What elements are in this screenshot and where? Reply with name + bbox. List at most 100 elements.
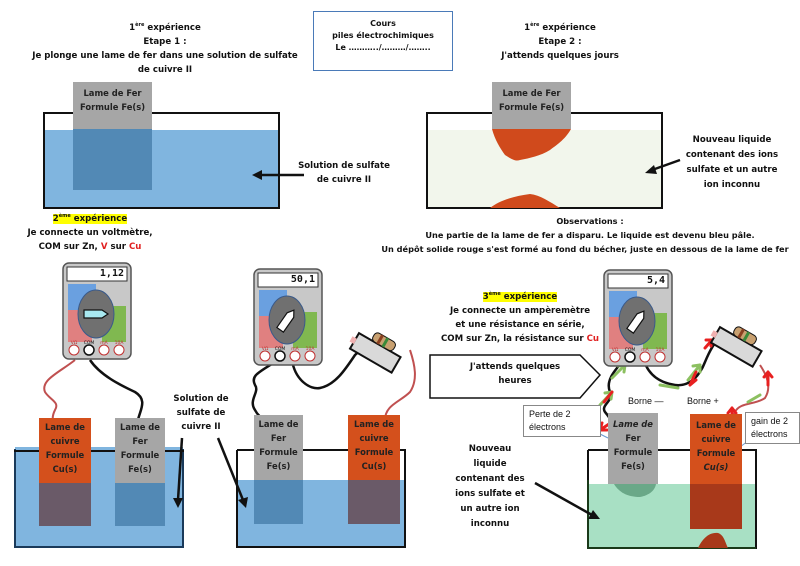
plate-line: Formule <box>354 447 394 457</box>
plate-line: cuivre <box>359 433 389 443</box>
step-label: Etape 2 : <box>538 36 582 47</box>
exp1-step1-heading: 1ère expérience Etape 1 : Je plonge une … <box>20 18 310 77</box>
course-header-box: Cours piles électrochimiques Le ………../……… <box>313 11 453 71</box>
arrow-icon <box>216 437 248 508</box>
observation-line: Un dépôt solide rouge s'est formé au fon… <box>381 244 789 254</box>
exp-number: 2 <box>52 213 59 224</box>
plate-formula: Formule Fe(s) <box>79 102 146 112</box>
instruction-line: COM sur Zn, V sur Cu <box>20 240 160 254</box>
wire-black <box>88 359 144 421</box>
plate-label: Lame de Fer <box>83 88 142 98</box>
jack-label-10a: 10A <box>306 346 316 352</box>
label-line: cuivre II <box>181 422 221 432</box>
electron-gain-callout: gain de 2 électrons <box>745 412 800 444</box>
plate-line: Lame de <box>120 422 160 432</box>
label-line: Nouveau liquide <box>692 135 772 145</box>
jack-ma[interactable] <box>639 351 651 363</box>
jack-10a[interactable] <box>304 350 316 362</box>
resistor-icon <box>348 331 402 375</box>
text-part: V <box>100 241 108 252</box>
label-line: sulfate et un autre <box>686 165 778 175</box>
plate-line: Fe(s) <box>128 464 152 474</box>
plate-line: Formule <box>613 447 653 457</box>
jack-com[interactable] <box>274 350 286 362</box>
dial-pointer-icon <box>276 309 295 333</box>
course-title: Cours <box>370 19 396 28</box>
borne-plus-label: Borne + <box>687 396 719 406</box>
plate-line: cuivre <box>50 436 80 446</box>
corroded-iron-region <box>492 129 571 161</box>
exp2-heading: 2ème expérience Je connecte un voltmètre… <box>20 209 160 254</box>
instruction-line: J'attends quelques jours <box>501 50 619 61</box>
label-line: heures <box>498 376 532 386</box>
callout-line: électrons <box>529 422 566 432</box>
label-line: liquide <box>473 459 507 469</box>
jack-v[interactable] <box>609 351 621 363</box>
meter-display-value: 5,4 <box>646 275 665 286</box>
copper-plate-submerged <box>348 480 400 524</box>
plate-line: Cu(s) <box>703 462 729 472</box>
jack-com[interactable] <box>83 344 95 356</box>
wire-black <box>251 358 279 422</box>
copper-plate-submerged <box>690 484 742 529</box>
plate-line: Lame de <box>696 420 736 430</box>
jack-com[interactable] <box>624 351 636 363</box>
jack-v[interactable] <box>68 344 80 356</box>
text-part: Cu <box>586 333 600 344</box>
exp-title: expérience <box>500 291 558 302</box>
corroded-iron-bottom <box>614 484 656 497</box>
copper-plate: Lame de cuivre Formule Cu(s) <box>39 418 91 483</box>
instruction-line: et une résistance en série, <box>455 319 585 330</box>
plate-line: cuivre <box>701 434 731 444</box>
plate-line: Fer <box>625 433 641 443</box>
new-liquid-label-exp3: Nouveau liquide contenant des ions sulfa… <box>455 442 525 532</box>
iron-plate-submerged <box>115 483 165 526</box>
arrow-icon <box>645 158 681 174</box>
multimeter-graphic: VΩ COM mA 10A <box>603 269 673 367</box>
text-part: COM sur Zn, la résistance sur <box>440 333 587 344</box>
new-liquid-label: Nouveau liquide contenant des ions sulfa… <box>672 133 792 193</box>
jack-label-10a: 10A <box>115 340 125 346</box>
instruction-line: COM sur Zn, la résistance sur Cu <box>423 332 617 346</box>
jack-label-v: VΩ <box>71 340 78 346</box>
ammeter-exp3: VΩ COM mA 10A 5,4 <box>603 269 673 367</box>
iron-plate: Lame de Fer Formule Fe(s) <box>73 82 152 129</box>
plate-line: Formule <box>120 450 160 460</box>
exp3-title-highlight: 3ème expérience <box>482 291 558 302</box>
jack-label-ma: mA <box>100 340 108 346</box>
jack-label-v: VΩ <box>262 346 269 352</box>
borne-minus-label: Borne — <box>628 396 664 406</box>
label-line: inconnu <box>470 519 510 529</box>
jack-10a[interactable] <box>113 344 125 356</box>
meter-display-value: 1,12 <box>99 268 124 279</box>
dial-pointer-icon <box>83 309 110 319</box>
iron-plate: Lame de Fer Formule Fe(s) <box>608 413 658 484</box>
iron-plate: Lame de Fer Formule Fe(s) <box>492 82 571 129</box>
copper-deposit <box>698 532 728 548</box>
wait-arrow-shape <box>429 354 602 399</box>
jack-ma[interactable] <box>98 344 110 356</box>
plate-line: Formule <box>45 450 85 460</box>
jack-ma[interactable] <box>289 350 301 362</box>
solution-label-exp2: Solution de sulfate de cuivre II <box>170 392 232 434</box>
exp-ordinal: ère <box>530 22 540 28</box>
jack-v[interactable] <box>259 350 271 362</box>
electron-loss-callout: Perte de 2 électrons <box>523 405 601 437</box>
observation-line: Une partie de la lame de fer a disparu. … <box>425 230 755 240</box>
copper-plate: Lame de cuivre Formule Cu(s) <box>348 415 400 480</box>
jack-label-10a: 10A <box>656 347 666 353</box>
label-line: ions sulfate et <box>455 489 525 499</box>
plate-formula: Formule Fe(s) <box>498 102 565 112</box>
exp-ordinal: ème <box>58 213 71 219</box>
exp-number: 1 <box>524 22 531 33</box>
wire-red <box>43 359 76 425</box>
plate-line: Lame de <box>354 419 394 429</box>
multimeter-graphic: VΩ COM mA 10A <box>62 262 132 360</box>
iron-plate: Lame de Fer Formule Fe(s) <box>115 418 165 483</box>
jack-10a[interactable] <box>654 351 666 363</box>
exp1-step2-heading: 1ère expérience Etape 2 : J'attends quel… <box>480 18 640 63</box>
exp-title: expérience <box>70 213 128 224</box>
label-line: Nouveau <box>468 444 512 454</box>
jack-label-ma: mA <box>291 346 299 352</box>
copper-plate-submerged <box>39 483 91 526</box>
